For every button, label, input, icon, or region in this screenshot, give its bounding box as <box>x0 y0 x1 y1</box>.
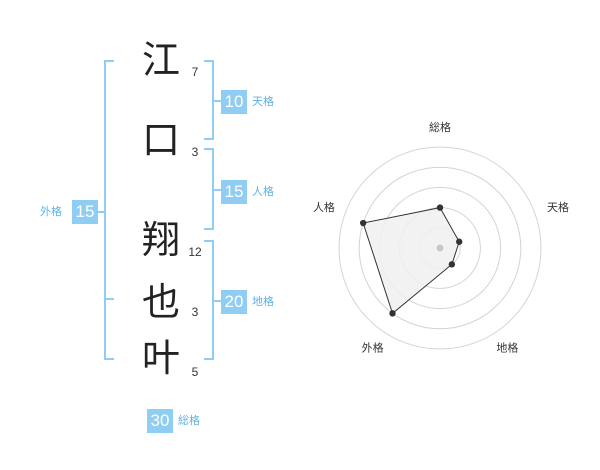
radar-axis-label: 天格 <box>547 200 569 214</box>
radar-axis-label: 総格 <box>429 120 451 134</box>
stroke-count: 5 <box>191 365 199 379</box>
bracket-connector <box>98 211 106 213</box>
kanji-char: 叶 <box>141 336 180 380</box>
chikaku-badge: 20 <box>221 290 247 314</box>
radar-grid-ring <box>338 146 542 350</box>
radar-point <box>436 204 444 211</box>
kanji-char: 也 <box>141 280 180 324</box>
gaikaku-badge: 15 <box>72 200 98 224</box>
gaikaku-label: 外格 <box>40 205 62 218</box>
tenkaku-label: 天格 <box>252 95 274 108</box>
tenkaku-badge: 10 <box>221 90 247 114</box>
radar-grid-ring <box>358 166 522 330</box>
jinkaku-label: 人格 <box>252 185 274 198</box>
gaikaku-bracket <box>104 60 114 360</box>
stroke-count: 7 <box>191 65 199 79</box>
chikaku-label: 地格 <box>252 295 274 308</box>
bracket-connector <box>213 300 222 302</box>
radar-axis-label: 人格 <box>313 200 335 214</box>
soukaku-badge: 30 <box>147 409 173 433</box>
jinkaku-badge: 15 <box>221 180 247 204</box>
radar-point <box>389 310 396 317</box>
stroke-count: 3 <box>191 305 199 319</box>
soukaku-label: 総格 <box>178 414 200 427</box>
radar-point <box>456 238 463 245</box>
radar-axis-label: 地格 <box>496 341 518 355</box>
radar-point <box>448 261 456 268</box>
bracket-connector <box>213 189 222 191</box>
radar-center-dot <box>436 244 444 252</box>
kanji-char: 翔 <box>141 218 180 262</box>
bracket-inner-tick <box>106 298 114 300</box>
stroke-count: 12 <box>188 245 202 259</box>
radar-value-area <box>362 207 460 315</box>
kanji-char: 江 <box>141 38 180 82</box>
bracket-connector <box>213 100 222 102</box>
stroke-count: 3 <box>191 145 199 159</box>
radar-axis-label: 外格 <box>362 341 384 355</box>
radar-point <box>359 219 367 227</box>
kanji-char: 口 <box>141 118 180 162</box>
